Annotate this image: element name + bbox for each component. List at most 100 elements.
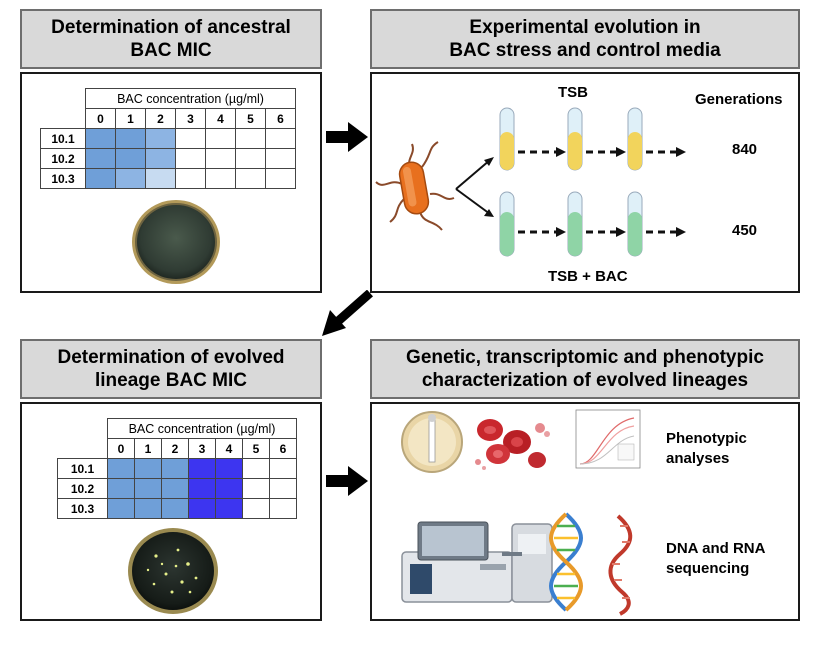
ancestral-mic-title-line2: BAC MIC xyxy=(130,40,212,61)
empty-cell xyxy=(265,168,296,189)
empty-cell xyxy=(235,168,266,189)
table-row: 10.1 xyxy=(57,458,297,479)
empty-cell xyxy=(175,148,206,169)
red-blood-cells-icon xyxy=(475,419,550,470)
phenotypic-line1: Phenotypic xyxy=(666,430,747,447)
evolution-title-line2: BAC stress and control media xyxy=(449,40,721,61)
bacterium-icon xyxy=(375,141,455,231)
evolved-col-header: 4 xyxy=(215,438,243,459)
ancestral-mic-header: Determination of ancestral BAC MIC xyxy=(20,9,322,69)
growth-cell xyxy=(161,458,189,479)
ancestral-col-header: 6 xyxy=(265,108,296,129)
ancestral-col-header: 3 xyxy=(175,108,206,129)
ancestral-col-header: 0 xyxy=(85,108,116,129)
ancestral-row-label: 10.3 xyxy=(40,168,86,189)
growth-cell xyxy=(115,148,146,169)
empty-cell xyxy=(269,498,297,519)
growth-cell xyxy=(134,498,162,519)
evolved-mic-title-line1: Determination of evolved xyxy=(57,347,285,368)
growth-cell xyxy=(115,128,146,149)
growth-cell xyxy=(188,478,216,499)
growth-cell xyxy=(215,458,243,479)
bac-tube-icon xyxy=(627,191,643,257)
ancestral-mic-title-line1: Determination of ancestral xyxy=(51,17,291,38)
ancestral-table-caption: BAC concentration (µg/ml) xyxy=(85,88,296,109)
characterization-header: Genetic, transcriptomic and phenotypic c… xyxy=(370,339,800,399)
characterization-title-line2: characterization of evolved lineages xyxy=(421,370,749,391)
empty-cell xyxy=(205,148,236,169)
tsb-tube-icon xyxy=(567,107,583,171)
growth-cell xyxy=(188,458,216,479)
evolved-mic-title-line2: lineage BAC MIC xyxy=(94,370,248,391)
ancestral-agar-plate-image xyxy=(132,200,220,284)
evolved-row-label: 10.3 xyxy=(57,498,108,519)
growth-curve-icon xyxy=(575,409,641,469)
growth-cell xyxy=(188,498,216,519)
evolved-col-header: 5 xyxy=(242,438,270,459)
table-row: 10.1 xyxy=(40,128,296,149)
table-row: 10.2 xyxy=(57,478,297,499)
ancestral-mic-panel: BAC concentration (µg/ml) 0 1 2 3 4 5 6 … xyxy=(20,72,322,293)
empty-cell xyxy=(242,458,270,479)
growth-cell xyxy=(161,478,189,499)
empty-cell xyxy=(235,128,266,149)
growth-cell xyxy=(85,168,116,189)
growth-cell xyxy=(115,168,146,189)
characterization-title-line1: Genetic, transcriptomic and phenotypic xyxy=(406,347,764,368)
evolved-mic-table: BAC concentration (µg/ml) 0 1 2 3 4 5 6 … xyxy=(57,418,297,519)
ancestral-mic-table: BAC concentration (µg/ml) 0 1 2 3 4 5 6 … xyxy=(40,88,296,189)
growth-cell xyxy=(215,478,243,499)
table-row: 10.2 xyxy=(40,148,296,169)
growth-cell xyxy=(134,458,162,479)
growth-cell xyxy=(85,148,116,169)
growth-cell xyxy=(107,478,135,499)
empty-cell xyxy=(205,168,236,189)
generations-bac-value: 450 xyxy=(732,222,758,239)
evolved-agar-plate-image xyxy=(128,528,218,614)
rna-strand-icon xyxy=(608,514,633,616)
characterization-panel: Phenotypic analyses DNA and RNA sequenci… xyxy=(370,402,800,621)
sequencing-line2: sequencing xyxy=(666,560,750,577)
growth-cell xyxy=(161,498,189,519)
tsb-tube-icon xyxy=(499,107,515,171)
ancestral-col-header: 5 xyxy=(235,108,266,129)
growth-cell xyxy=(215,498,243,519)
table-row: 10.3 xyxy=(57,498,297,519)
empty-cell xyxy=(265,148,296,169)
empty-cell xyxy=(235,148,266,169)
evolved-table-caption: BAC concentration (µg/ml) xyxy=(107,418,297,439)
evolved-row-label: 10.1 xyxy=(57,458,108,479)
sequencing-line1: DNA and RNA xyxy=(666,540,766,557)
growth-cell xyxy=(134,478,162,499)
empty-cell xyxy=(265,128,296,149)
generations-label: Generations xyxy=(695,91,783,108)
evolution-title-line1: Experimental evolution in xyxy=(469,17,701,38)
growth-cell xyxy=(107,458,135,479)
empty-cell xyxy=(175,128,206,149)
tsb-tube-icon xyxy=(627,107,643,171)
evolved-col-header: 1 xyxy=(134,438,162,459)
empty-cell xyxy=(242,498,270,519)
evolved-col-header: 6 xyxy=(269,438,297,459)
evolution-header: Experimental evolution in BAC stress and… xyxy=(370,9,800,69)
arrow-right-icon xyxy=(326,122,368,152)
ancestral-col-header: 2 xyxy=(145,108,176,129)
evolved-mic-panel: BAC concentration (µg/ml) 0 1 2 3 4 5 6 … xyxy=(20,402,322,621)
generations-tsb-value: 840 xyxy=(732,141,758,158)
characterization-illustrations xyxy=(401,409,641,616)
evolved-col-header: 2 xyxy=(161,438,189,459)
phenotypic-line2: analyses xyxy=(666,450,730,467)
growth-cell xyxy=(145,168,176,189)
empty-cell xyxy=(175,168,206,189)
tsb-bac-label: TSB + BAC xyxy=(548,268,628,285)
growth-cell xyxy=(107,498,135,519)
evolved-mic-header: Determination of evolved lineage BAC MIC xyxy=(20,339,322,399)
evolved-col-header: 3 xyxy=(188,438,216,459)
empty-cell xyxy=(269,478,297,499)
sequencer-icon xyxy=(401,521,553,603)
tsb-label: TSB xyxy=(558,84,588,101)
growth-cell xyxy=(85,128,116,149)
empty-cell xyxy=(242,478,270,499)
growth-cell xyxy=(145,128,176,149)
table-row: 10.3 xyxy=(40,168,296,189)
